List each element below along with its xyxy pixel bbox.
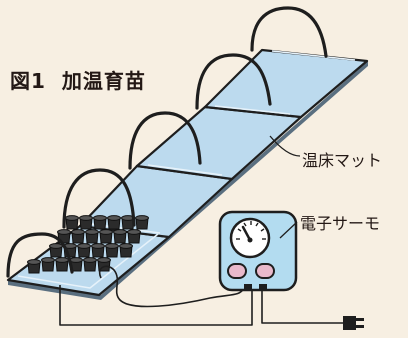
heating-mat-label: 温床マット [302, 151, 383, 170]
seedling-pot [79, 215, 93, 230]
seedling-pot [107, 215, 121, 230]
leader-lines [269, 135, 301, 239]
hoop-arch-2 [62, 168, 136, 229]
hoop-arch-5 [250, 6, 328, 58]
thermostat-buttons [227, 263, 275, 279]
seedling-pot [127, 229, 141, 244]
hoop-arches [6, 6, 328, 278]
figure-title: 図1 加温育苗 [10, 65, 146, 94]
seedling-pot [41, 257, 55, 272]
hoop-arch-3 [128, 111, 202, 170]
power-plug-icon [343, 316, 364, 330]
hoop-arch-4 [195, 53, 272, 110]
seedling-pot [93, 215, 107, 230]
seedling-pot [77, 243, 91, 258]
seedling-pot [97, 257, 111, 272]
figure-caption: 加温育苗 [61, 69, 146, 93]
thermostat-label: 電子サーモ [300, 214, 381, 233]
seedling-pot [85, 229, 99, 244]
seedling-pot [49, 243, 63, 258]
gauge-dial-icon [229, 217, 271, 259]
thermostat-leader-line [279, 221, 298, 239]
seedling-pot [119, 243, 133, 258]
seedling-pot [71, 229, 85, 244]
power-cord [59, 265, 343, 326]
seedling-pot [83, 257, 97, 272]
electronic-thermostat [218, 210, 298, 292]
hoop-arch-1 [6, 232, 74, 278]
seedling-pot [135, 215, 149, 230]
seedling-pot [91, 243, 105, 258]
seedling-pot [55, 257, 69, 272]
figure-number: 図1 [10, 69, 46, 93]
heating-mat-panel-4 [203, 48, 369, 119]
seedling-pot [65, 215, 79, 230]
heating-mat [6, 48, 369, 300]
seedling-pots [27, 215, 149, 274]
seedling-pot [99, 229, 113, 244]
seedling-pot [27, 259, 41, 274]
seedling-pot [105, 243, 119, 258]
seedling-pot [113, 229, 127, 244]
mat-leader-line [269, 135, 301, 157]
